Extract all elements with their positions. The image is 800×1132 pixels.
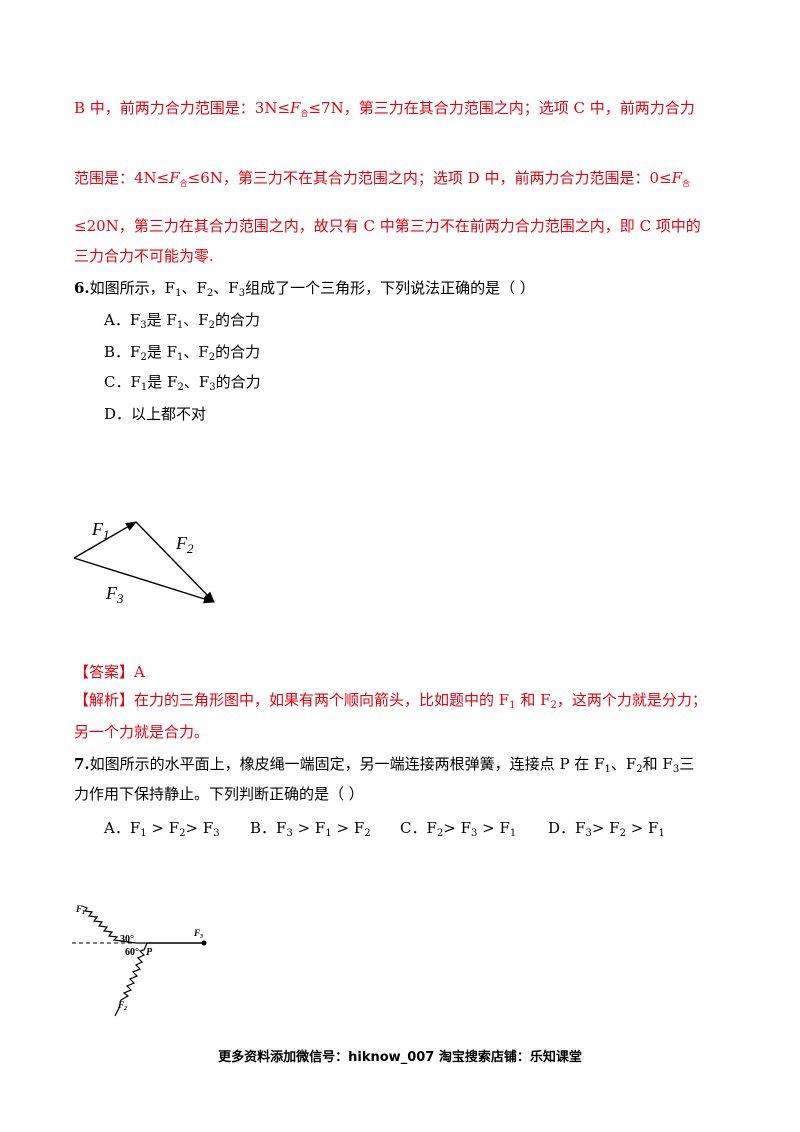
q6-option-a[interactable]: A．F3是 F1、F2的合力 — [104, 311, 260, 331]
q6-option-d[interactable]: D．以上都不对 — [104, 405, 207, 423]
f-he-symbol: F合 — [290, 99, 309, 118]
f1-label: F1 — [91, 519, 110, 542]
solution5-line2: 范围是：4N≤F合≤6N，第三力不在其合力范围之内；选项 D 中，前两力合力范围… — [74, 169, 691, 188]
spring-f1 — [81, 905, 147, 944]
f2-arrow — [135, 521, 215, 603]
f3-label: F3 — [105, 583, 124, 606]
q6-option-b[interactable]: B．F2是 F1、F2的合力 — [104, 343, 261, 363]
angle-60-label: 60° — [125, 947, 139, 958]
q6-analysis-line2: 另一个力就是合力。 — [74, 723, 210, 741]
solution5-line1: B 中，前两力合力范围是：3N≤F合≤7N，第三力在其合力范围之内；选项 C 中… — [74, 99, 695, 118]
q7-option-a[interactable]: A．F1 > F2> F3 — [104, 819, 220, 839]
q6-stem: 6.如图所示，F1、F2、F3组成了一个三角形，下列说法正确的是（ ） — [74, 279, 535, 299]
f3-label: F3 — [193, 928, 203, 940]
f2-label: F2 — [117, 1000, 127, 1012]
solution5-line3: ≤20N，第三力在其合力范围之内，故只有 C 中第三力不在前两力合力范围之内，即… — [74, 217, 701, 235]
point-p-label: P — [146, 947, 153, 958]
q7-spring-diagram: F1 F3 F2 30° 60° P — [72, 904, 207, 1017]
f3-arrow — [73, 557, 216, 604]
f1-label: F1 — [75, 904, 85, 916]
angle-30-label: 30° — [120, 934, 134, 945]
q7-stem-line2: 力作用下保持静止。下列判断正确的是（ ） — [74, 785, 364, 803]
f-he-symbol: F合 — [671, 169, 691, 188]
footer-ad: 更多资料添加微信号：hiknow_007 淘宝搜索店铺：乐知课堂 — [218, 1050, 582, 1065]
f1-arrow — [73, 521, 137, 559]
f-he-symbol: F合 — [169, 169, 188, 188]
q7-stem: 7.如图所示的水平面上，橡皮绳一端固定，另一端连接两根弹簧，连接点 P 在 F1… — [74, 755, 695, 775]
q6-analysis: 【解析】在力的三角形图中，如果有两个顺向箭头，比如题中的 F1 和 F2，这两个… — [74, 691, 707, 711]
q6-force-triangle-diagram: F1 F2 F3 — [73, 519, 216, 606]
solution5-line4: 三力合力不可能为零. — [74, 247, 214, 265]
q6-answer: 【答案】A — [74, 663, 145, 681]
q7-option-c[interactable]: C．F2> F3 > F1 — [400, 819, 517, 839]
q7-option-d[interactable]: D．F3> F2 > F1 — [548, 819, 665, 839]
f2-label: F2 — [175, 533, 194, 556]
f3-end-dot — [201, 940, 207, 946]
q6-option-c[interactable]: C．F1是 F2、F3的合力 — [104, 373, 261, 393]
q7-option-b[interactable]: B．F3 > F1 > F2 — [250, 819, 371, 839]
spring-f2 — [114, 942, 148, 1017]
